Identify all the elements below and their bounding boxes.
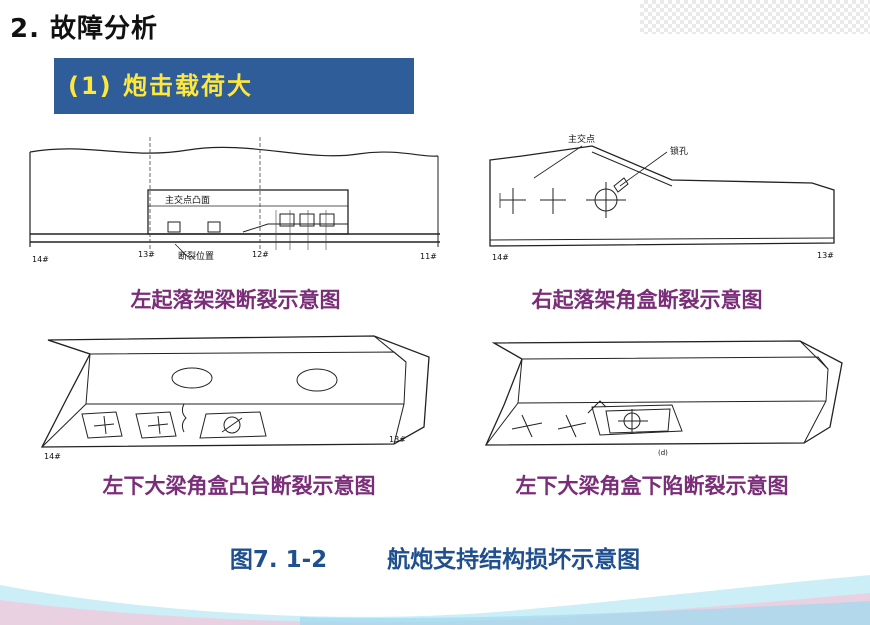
figure-lower-beam-recess-drawing: (d) [484, 340, 843, 457]
label-main-joint: 主交点 [568, 133, 595, 145]
label-frame-11: 11# [420, 252, 437, 261]
figure-lower-beam-boss-drawing: 14# 13# [40, 335, 430, 461]
figure-lower-beam-boss: 14# 13# [34, 332, 434, 462]
label-frame-14: 14# [32, 255, 49, 264]
figure-lower-beam-recess: (d) [482, 335, 852, 460]
label-panel-d: (d) [658, 449, 668, 457]
figure-title-text: 航炮支持结构损坏示意图 [387, 547, 641, 573]
bottom-wave-decoration [0, 575, 870, 625]
caption-lower-beam-boss: 左下大梁角盒凸台断裂示意图 [102, 474, 376, 498]
figure-number: 图7. 1-2 [229, 547, 328, 573]
subheading-box: (1) 炮击载荷大 [54, 58, 414, 114]
figure-left-gear-beam-drawing: 主交点凸面 断裂位置 13# 12# 14# 11# [29, 137, 440, 264]
figure-title: 图7. 1-2 航炮支持结构损坏示意图 [0, 540, 870, 574]
caption-left-gear-beam: 左起落架梁断裂示意图 [130, 288, 341, 312]
label-frame-13: 13# [138, 250, 155, 259]
figure-right-gear-box: 主交点 锁孔 14# 13# [482, 128, 852, 268]
label-frame-13-b: 13# [817, 251, 834, 260]
figure-left-gear-beam: 主交点凸面 断裂位置 13# 12# 14# 11# [28, 132, 443, 267]
figure-right-gear-box-drawing: 主交点 锁孔 14# 13# [489, 133, 835, 262]
label-frame-13-c: 13# [389, 435, 406, 444]
label-frame-14-b: 14# [492, 253, 509, 262]
caption-right-gear-box: 右起落架角盒断裂示意图 [531, 288, 763, 312]
label-frame-14-c: 14# [44, 452, 61, 461]
label-lock-hole: 锁孔 [670, 145, 688, 157]
label-frame-12: 12# [252, 250, 269, 259]
label-main-joint-boss: 主交点凸面 [165, 194, 210, 206]
checker-decoration [640, 0, 870, 34]
section-heading: 2. 故障分析 [10, 14, 159, 44]
caption-lower-beam-recess: 左下大梁角盒下陷断裂示意图 [515, 474, 789, 498]
label-fracture-position: 断裂位置 [178, 250, 214, 262]
